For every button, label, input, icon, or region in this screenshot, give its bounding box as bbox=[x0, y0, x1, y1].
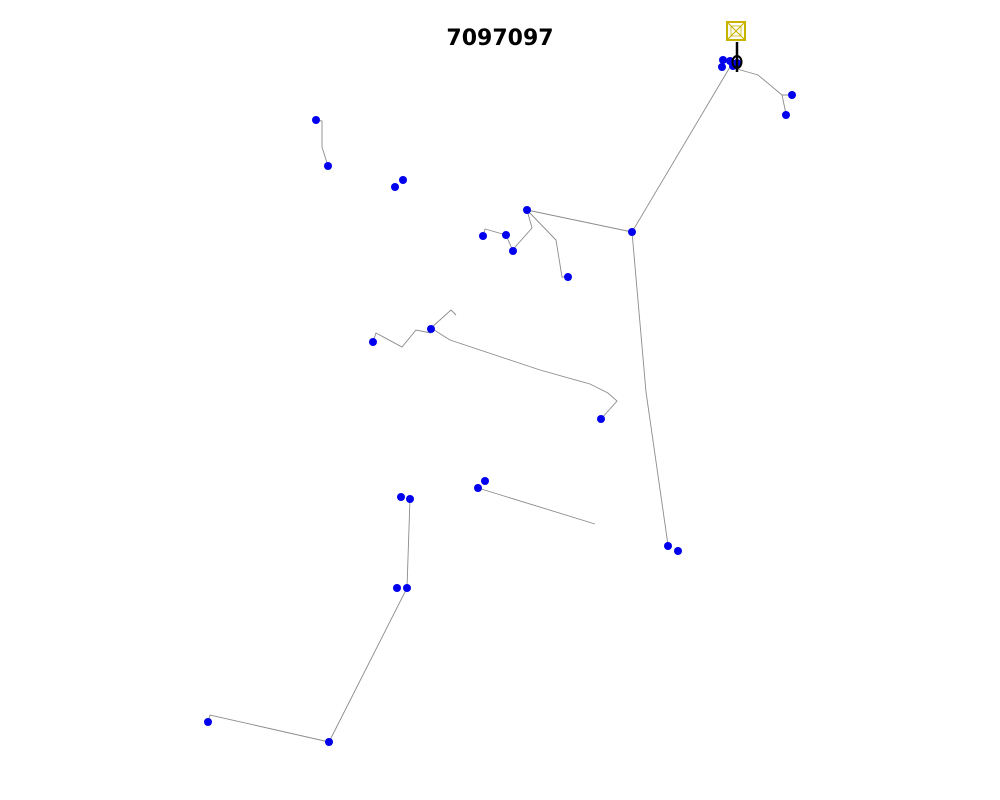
edge bbox=[631, 66, 731, 233]
network-node bbox=[427, 325, 435, 333]
edge bbox=[526, 209, 568, 278]
network-nodes bbox=[204, 56, 796, 746]
edge bbox=[512, 209, 533, 252]
network-node bbox=[399, 176, 407, 184]
network-node bbox=[481, 477, 489, 485]
network-node bbox=[788, 91, 796, 99]
edge bbox=[207, 714, 330, 743]
network-node bbox=[479, 232, 487, 240]
network-node bbox=[664, 542, 672, 550]
edge bbox=[430, 327, 618, 420]
network-node bbox=[406, 495, 414, 503]
edge bbox=[430, 309, 457, 329]
edge bbox=[781, 94, 787, 115]
network-node bbox=[393, 584, 401, 592]
network-node bbox=[474, 484, 482, 492]
network-node bbox=[782, 111, 790, 119]
edge bbox=[631, 231, 669, 546]
network-node bbox=[369, 338, 377, 346]
network-node bbox=[204, 718, 212, 726]
edge bbox=[315, 119, 329, 167]
network-node bbox=[719, 56, 727, 64]
edge bbox=[406, 497, 411, 589]
crossed-square-icon bbox=[726, 21, 746, 41]
diagram-title: 7097097 bbox=[446, 26, 553, 51]
network-node bbox=[312, 116, 320, 124]
network-node bbox=[718, 63, 726, 71]
network-node bbox=[502, 231, 510, 239]
network-node bbox=[403, 584, 411, 592]
network-node bbox=[325, 738, 333, 746]
network-node bbox=[324, 162, 332, 170]
edge bbox=[372, 329, 432, 348]
edge bbox=[328, 587, 408, 743]
edge bbox=[477, 487, 596, 525]
edge bbox=[729, 66, 792, 96]
connector-icon bbox=[731, 42, 743, 72]
network-node bbox=[628, 228, 636, 236]
network-node bbox=[523, 206, 531, 214]
network-node bbox=[564, 273, 572, 281]
network-node bbox=[597, 415, 605, 423]
network-edges bbox=[207, 66, 792, 743]
network-node bbox=[391, 183, 399, 191]
network-node bbox=[674, 547, 682, 555]
network-node bbox=[509, 247, 517, 255]
network-node bbox=[397, 493, 405, 501]
edge bbox=[526, 209, 633, 233]
